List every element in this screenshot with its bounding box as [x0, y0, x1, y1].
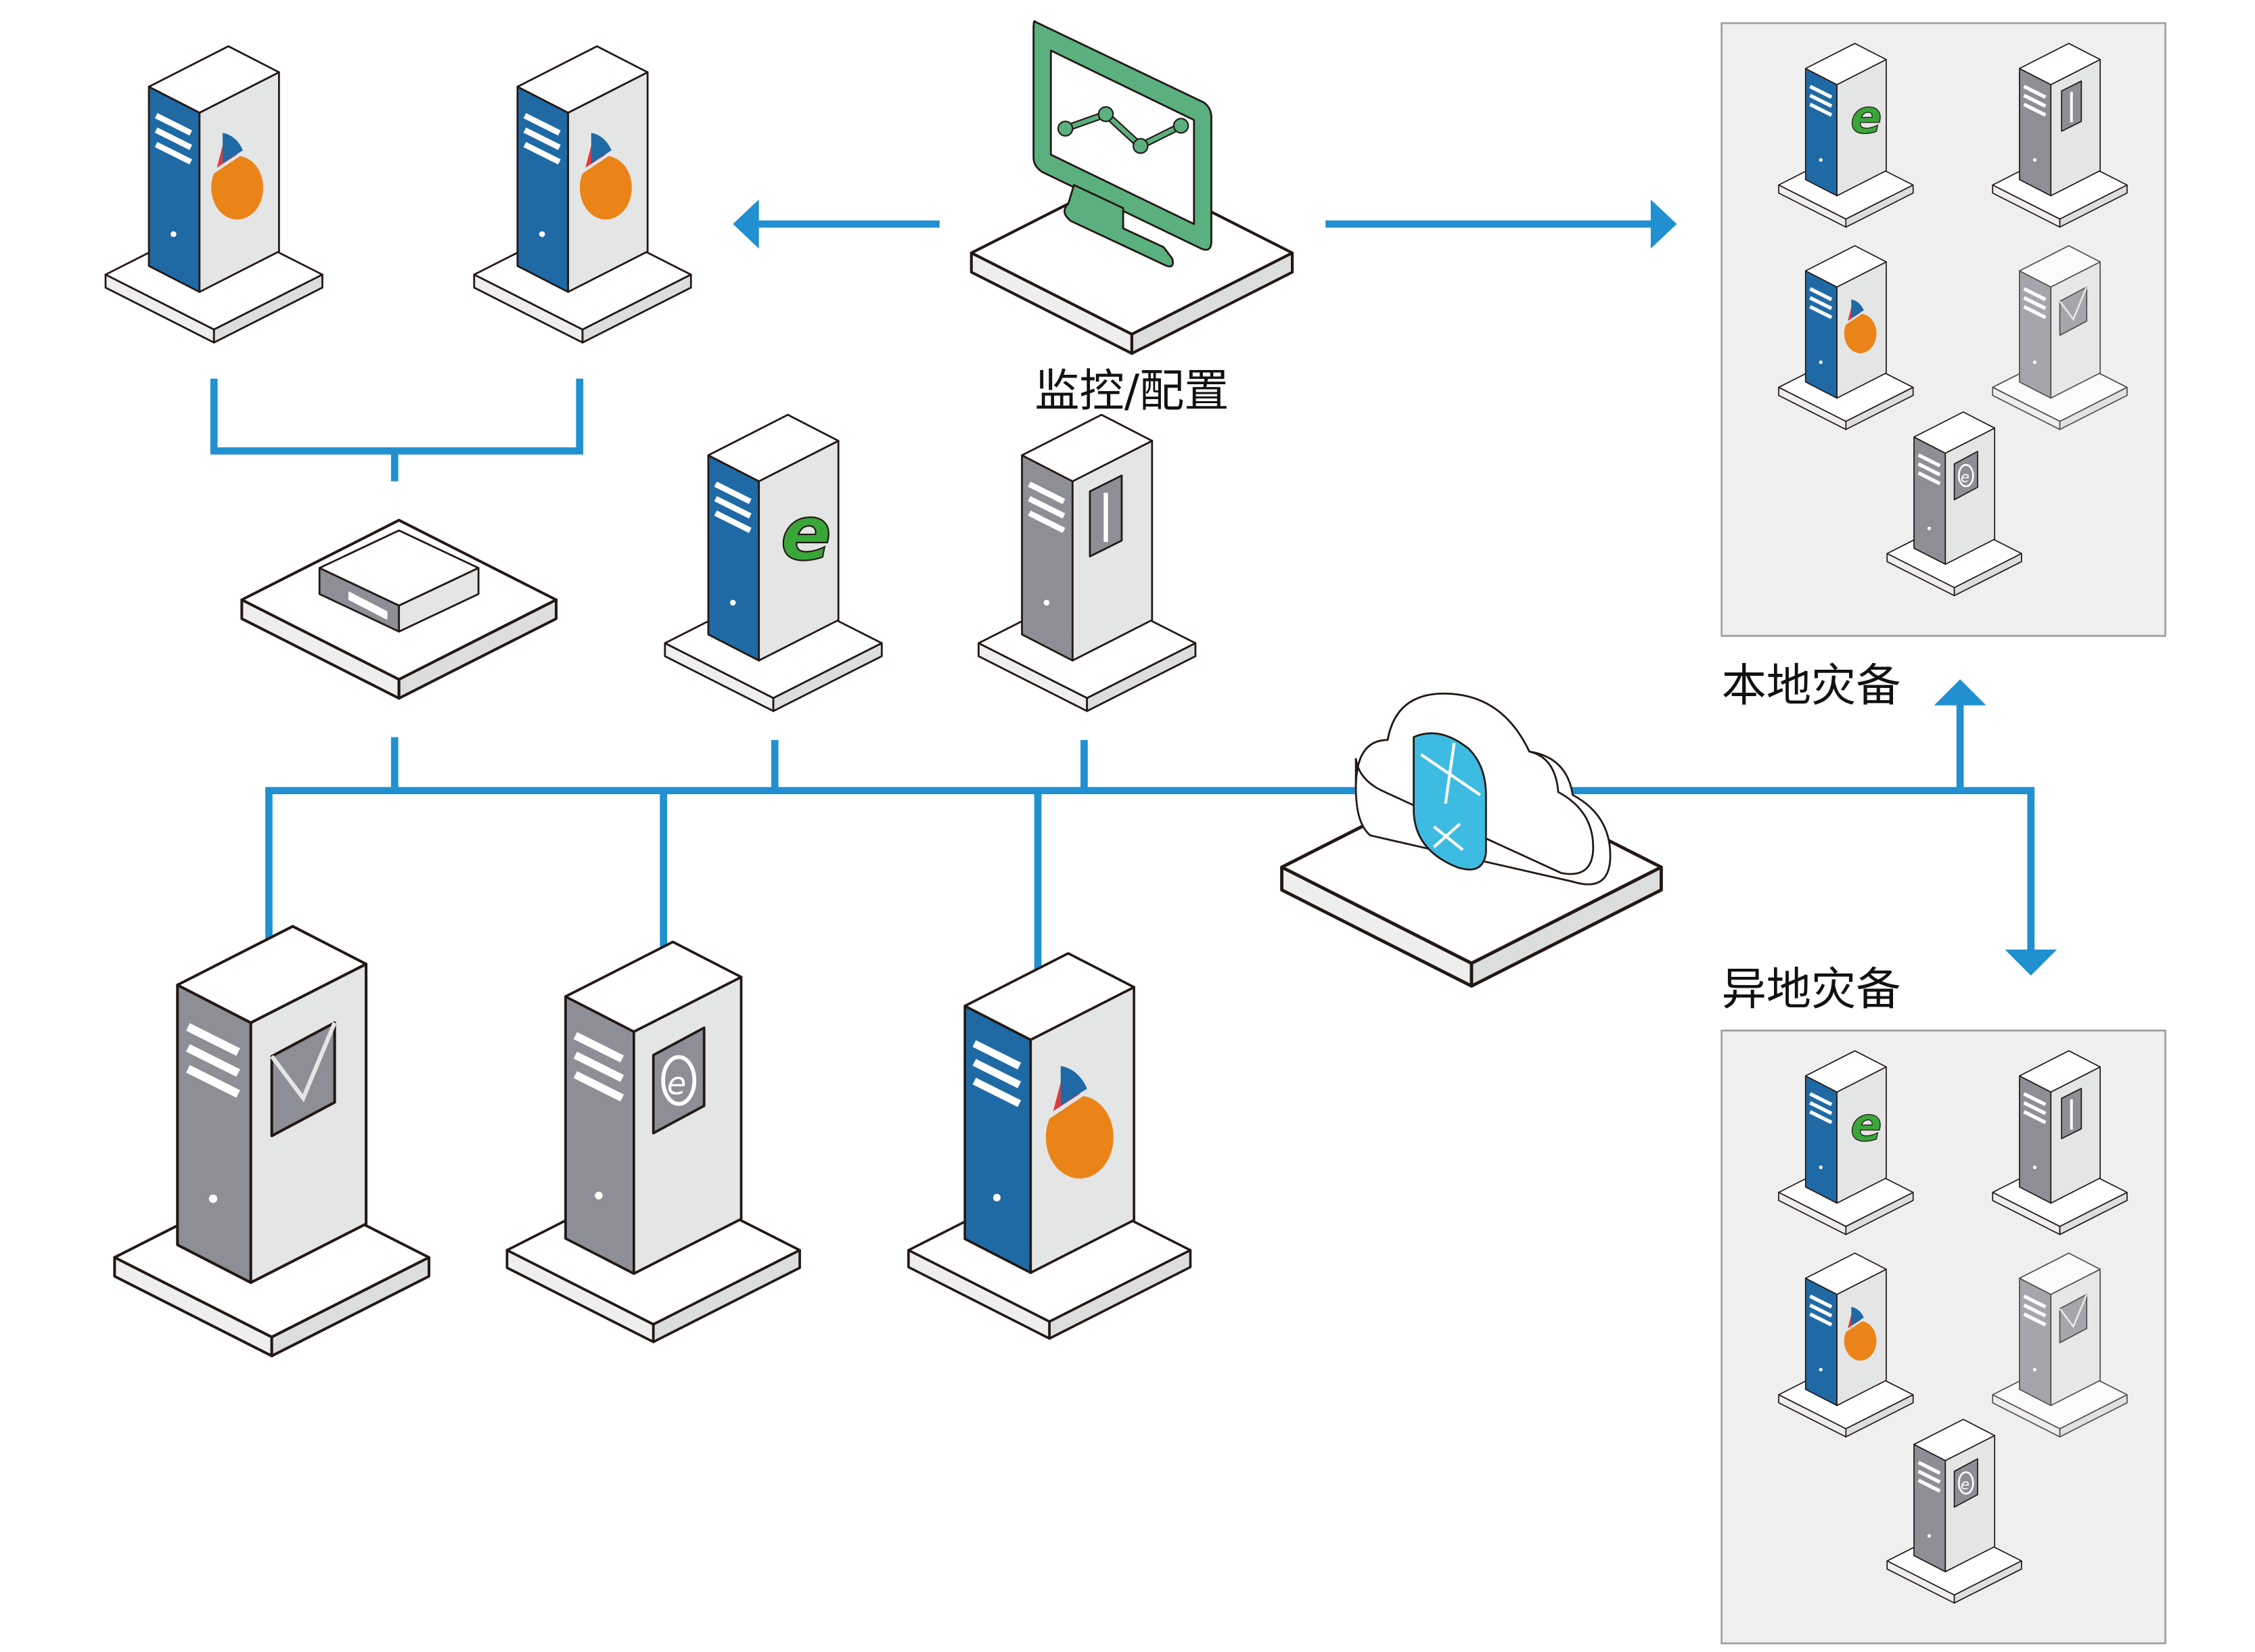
server-safe-icon[interactable] — [505, 942, 801, 1344]
monitor-label: 监控/配置 — [1034, 365, 1229, 417]
arrow-right-icon — [1650, 199, 1677, 249]
server-chart-icon[interactable] — [473, 46, 692, 344]
remote-backup-label: 异地灾备 — [1722, 963, 1901, 1015]
switch-icon[interactable] — [242, 520, 556, 698]
server-drive-icon[interactable] — [978, 415, 1197, 712]
local-backup-label: 本地灾备 — [1722, 660, 1901, 712]
connector-lines — [210, 199, 2057, 1005]
server-chart-icon[interactable] — [104, 46, 323, 344]
arrow-left-icon — [733, 199, 759, 249]
cloud-router-icon[interactable] — [1282, 692, 1662, 986]
arrow-down-icon — [2005, 949, 2057, 976]
monitor-icon[interactable] — [972, 20, 1292, 353]
arrow-up-icon — [1934, 679, 1986, 706]
server-chart-icon[interactable] — [907, 953, 1192, 1340]
server-web-icon[interactable] — [664, 415, 883, 712]
server-mail-icon[interactable] — [114, 926, 429, 1356]
